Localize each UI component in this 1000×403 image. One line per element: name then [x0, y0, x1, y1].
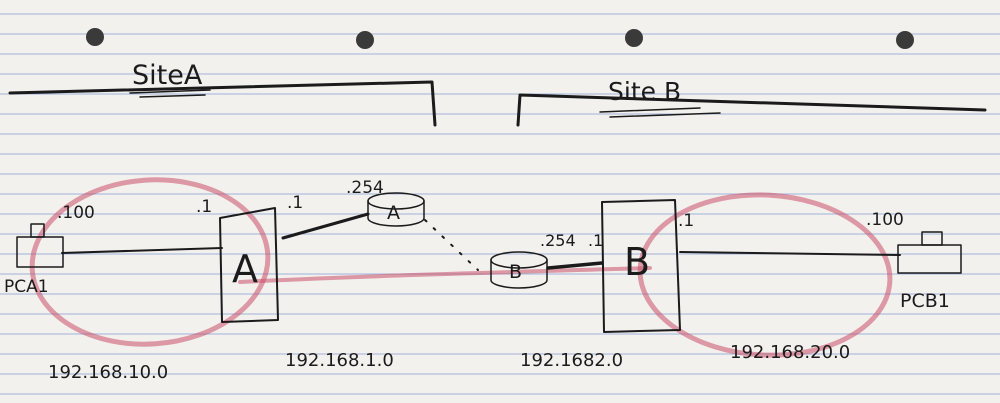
site-b-title: Site B — [608, 77, 681, 106]
pc-a1-icon — [16, 223, 64, 268]
site-a-title: SiteA — [132, 60, 203, 91]
router-b-icon — [490, 251, 548, 289]
binder-hole — [625, 29, 643, 47]
site-link-highlight — [238, 266, 652, 284]
firewall-a-to-router-a-link — [281, 212, 370, 240]
site-a-boundary — [8, 80, 437, 127]
router-b-ip: .254 — [540, 231, 576, 250]
firewall-a-outside-ip: .1 — [287, 193, 303, 213]
site-a-bracket — [8, 80, 437, 127]
highlight-loops — [29, 177, 893, 358]
firewall-b-icon — [601, 199, 681, 333]
site-a-highlight-loop — [29, 177, 271, 347]
pc-a1-label: PCA1 — [4, 277, 49, 297]
router-a-icon — [367, 192, 425, 227]
firewall-b-outside-ip: .1 — [588, 231, 603, 250]
network-link-a-label: 192.168.1.0 — [285, 350, 394, 371]
site-b-underline — [599, 107, 721, 118]
links — [61, 212, 901, 271]
firewall-a-icon — [219, 207, 279, 323]
binder-hole — [86, 28, 104, 46]
router-a-label: A — [387, 202, 400, 224]
network-link-b-label: 192.1682.0 — [520, 350, 623, 371]
site-b-boundary — [516, 93, 987, 127]
router-a-ip: .254 — [346, 178, 384, 198]
binder-hole — [356, 31, 374, 49]
firewall-a-inside-ip: .1 — [196, 197, 212, 217]
pc-b1-icon — [897, 231, 962, 274]
router-b-to-firewall-b-link — [546, 261, 604, 270]
firewall-a-label: A — [232, 247, 258, 291]
pc-b1-label: PCB1 — [900, 290, 950, 312]
wan-link — [424, 219, 479, 271]
pc-a1-to-firewall-a-link — [61, 247, 223, 254]
router-b-label: B — [509, 261, 522, 283]
site-a-underline — [129, 89, 211, 98]
binder-hole — [896, 31, 914, 49]
network-lan-a-label: 192.168.10.0 — [48, 362, 168, 383]
pc-b1-ip: .100 — [866, 210, 904, 230]
firewall-b-to-pc-b1-link — [679, 251, 901, 256]
binder-holes — [86, 28, 914, 49]
site-b-bracket — [516, 93, 987, 127]
pc-a1-ip: .100 — [57, 203, 95, 223]
firewall-b-inside-ip: .1 — [678, 211, 694, 231]
network-lan-b-label: 192.168.20.0 — [730, 342, 850, 363]
firewall-b-label: B — [624, 240, 650, 284]
